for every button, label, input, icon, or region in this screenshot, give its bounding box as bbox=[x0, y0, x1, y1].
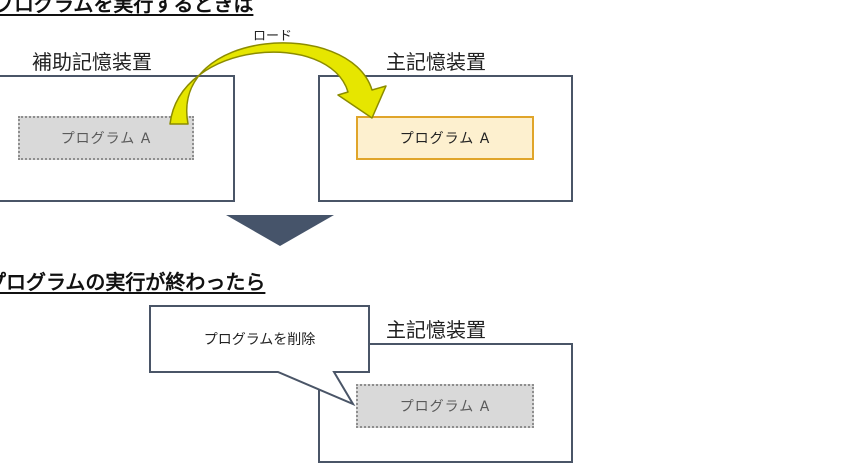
callout-text: プログラムを削除 bbox=[203, 332, 316, 348]
load-arrow bbox=[169, 42, 387, 125]
callout-bubble bbox=[149, 305, 370, 407]
load-arrow-icon bbox=[169, 42, 387, 125]
heading-run-program: プログラムを実行するときは bbox=[0, 0, 254, 16]
down-arrow-icon bbox=[226, 215, 334, 246]
program-a-loaded: プログラム A bbox=[356, 116, 534, 160]
main-memory-title-top: 主記憶装置 bbox=[386, 50, 486, 74]
down-arrow bbox=[226, 215, 334, 246]
secondary-storage-title: 補助記憶装置 bbox=[32, 50, 152, 74]
program-a-secondary: プログラム A bbox=[18, 116, 194, 160]
main-memory-title-bottom: 主記憶装置 bbox=[386, 318, 486, 342]
load-arrow-label: ロード bbox=[253, 29, 293, 44]
heading-after-run: プログラムの実行が終わったら bbox=[0, 270, 266, 294]
callout-shape bbox=[149, 305, 370, 407]
program-a-removed: プログラム A bbox=[356, 384, 534, 428]
